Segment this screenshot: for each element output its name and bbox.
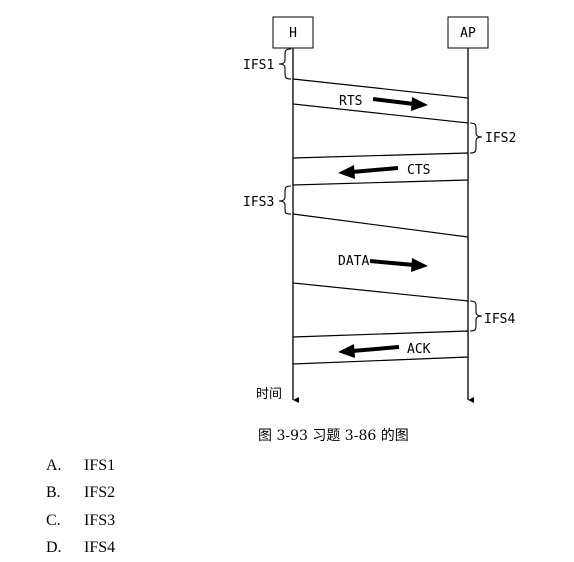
ifs2-brace [470,123,482,153]
time-axis-label: 时间 [256,387,282,402]
data-label: DATA [338,254,369,269]
option-c-text: IFS3 [84,512,115,530]
option-a-letter: A. [46,457,84,475]
ifs1-brace [279,49,291,79]
answer-options: A. IFS1 B. IFS2 C. IFS3 D. IFS4 [46,452,115,562]
cts-label: CTS [407,163,430,178]
option-c[interactable]: C. IFS3 [46,507,115,535]
option-a-text: IFS1 [84,457,115,475]
timing-diagram: H AP 时间 RTS CTS DATA ACK IFS1 IFS2 IFS3 … [0,0,574,420]
rts-label: RTS [339,94,362,109]
ack-label: ACK [407,342,431,357]
ifs3-brace [279,186,291,214]
ifs1-label: IFS1 [243,58,274,73]
option-d-text: IFS4 [84,539,115,557]
option-d[interactable]: D. IFS4 [46,535,115,562]
option-b-text: IFS2 [84,484,115,502]
option-c-letter: C. [46,512,84,530]
ifs2-label: IFS2 [485,131,516,146]
option-a[interactable]: A. IFS1 [46,452,115,480]
option-b[interactable]: B. IFS2 [46,480,115,508]
data-frame [293,214,468,301]
ifs4-label: IFS4 [484,312,515,327]
figure-caption: 图 3-93 习题 3-86 的图 [258,425,409,445]
host-station-label: H [289,26,297,41]
ifs3-label: IFS3 [243,195,274,210]
option-d-letter: D. [46,539,84,557]
option-b-letter: B. [46,484,84,502]
ifs4-brace [470,301,482,331]
ap-station-label: AP [460,26,476,41]
